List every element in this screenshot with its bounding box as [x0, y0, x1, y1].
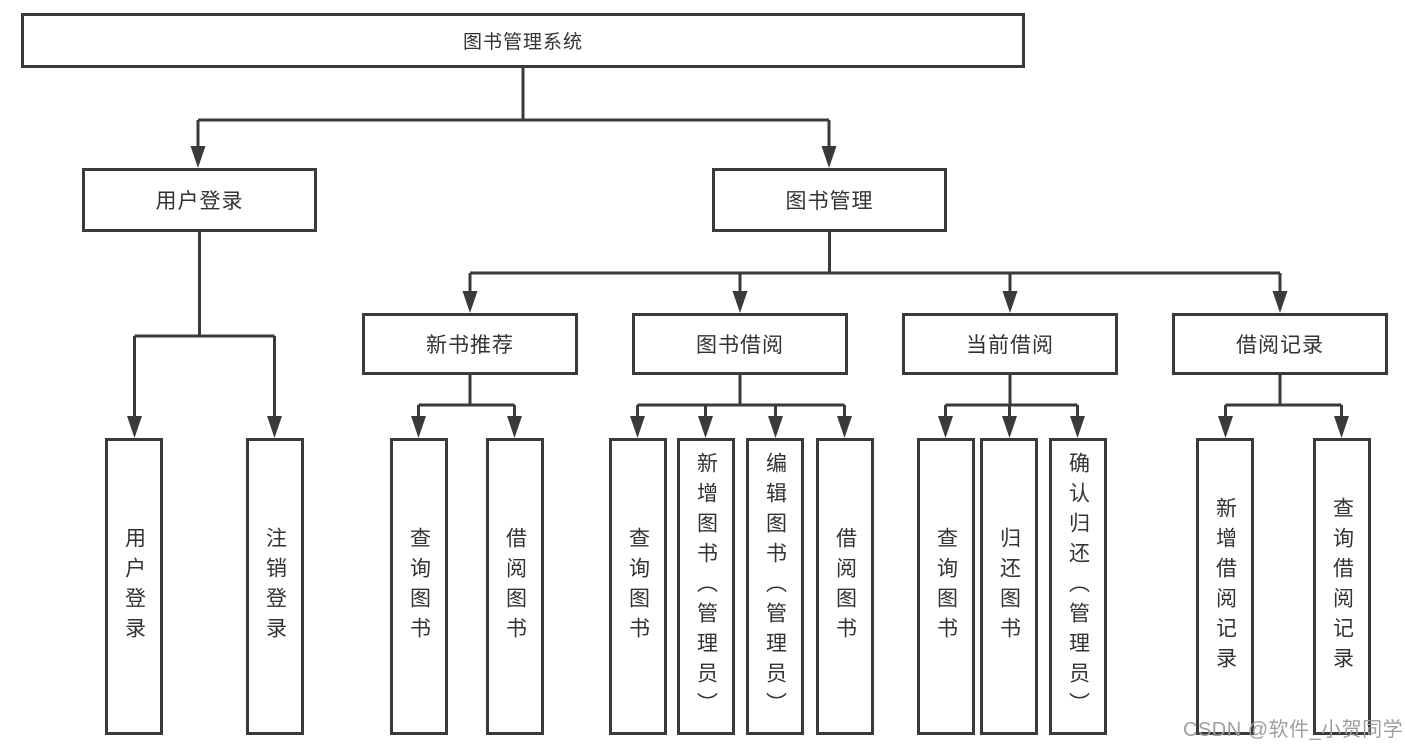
tree-edges	[133, 68, 1343, 420]
leaf-user-login: 用户登录	[105, 438, 163, 735]
leaf-label: 查询借阅记录	[1330, 496, 1354, 677]
leaf-borrow-books-recommend: 借阅图书	[486, 438, 544, 735]
watermark: CSDN @软件_小贺同学	[1183, 719, 1404, 741]
arrowhead-icons	[127, 146, 1349, 438]
leaf-label: 用户登录	[122, 526, 146, 647]
leaf-add-books-admin: 新增图书（管理员）	[677, 438, 735, 735]
node-label: 图书管理	[785, 190, 874, 213]
node-book-borrowing: 图书借阅	[632, 313, 848, 375]
node-label: 借阅记录	[1236, 334, 1324, 357]
leaf-borrow-books: 借阅图书	[816, 438, 874, 735]
leaf-label: 归还图书	[997, 526, 1021, 647]
leaf-query-borrow-record: 查询借阅记录	[1313, 438, 1371, 735]
leaf-label: 查询图书	[626, 526, 650, 647]
leaf-query-books-recommend: 查询图书	[390, 438, 448, 735]
node-label: 图书管理系统	[462, 32, 583, 53]
node-borrowing-records: 借阅记录	[1172, 313, 1388, 375]
leaf-label: 新增借阅记录	[1213, 496, 1237, 677]
leaf-label: 借阅图书	[833, 526, 857, 647]
leaf-edit-books-admin: 编辑图书（管理员）	[746, 438, 804, 735]
node-new-book-recommendation: 新书推荐	[362, 313, 578, 375]
leaf-label: 借阅图书	[503, 526, 527, 647]
leaf-label: 确认归还（管理员）	[1066, 451, 1090, 722]
leaf-confirm-return-admin: 确认归还（管理员）	[1049, 438, 1107, 735]
node-label: 图书借阅	[696, 334, 784, 357]
leaf-return-books: 归还图书	[980, 438, 1038, 735]
leaf-label: 新增图书（管理员）	[694, 451, 718, 722]
leaf-add-borrow-record: 新增借阅记录	[1196, 438, 1254, 735]
node-label: 用户登录	[155, 190, 244, 213]
node-label: 当前借阅	[966, 334, 1054, 357]
leaf-logout: 注销登录	[246, 438, 304, 735]
leaf-label: 查询图书	[407, 526, 431, 647]
node-user-login: 用户登录	[82, 168, 317, 232]
node-current-borrowing: 当前借阅	[902, 313, 1118, 375]
node-book-management: 图书管理	[712, 168, 947, 232]
node-library-management-system: 图书管理系统	[21, 13, 1025, 68]
leaf-query-books-borrowing: 查询图书	[609, 438, 667, 735]
leaf-query-books-current: 查询图书	[917, 438, 975, 735]
leaf-label: 编辑图书（管理员）	[763, 451, 787, 722]
leaf-label: 注销登录	[263, 526, 287, 647]
leaf-label: 查询图书	[934, 526, 958, 647]
node-label: 新书推荐	[426, 334, 514, 357]
